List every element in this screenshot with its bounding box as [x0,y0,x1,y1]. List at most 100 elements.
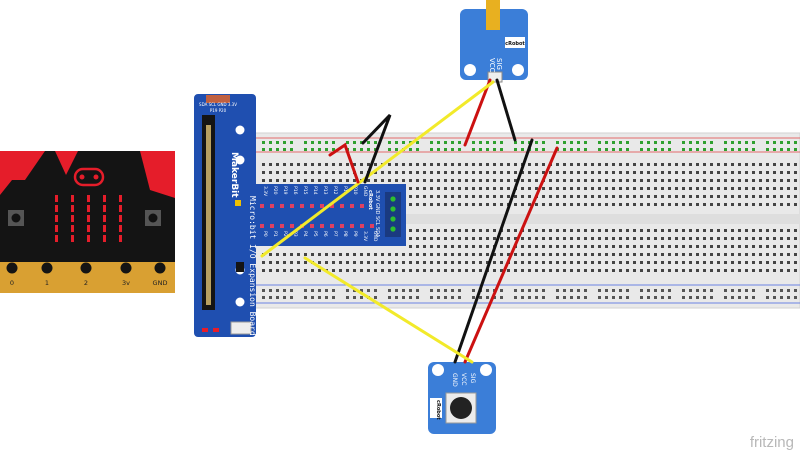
wires [260,78,559,364]
header-pin [280,204,284,208]
microbit-pad-label: 3v [122,279,130,287]
header-pin [280,224,284,228]
mount-hole [432,364,444,376]
wire-red-jumper [328,142,360,184]
header-pin [360,204,364,208]
header-pin [360,224,364,228]
ic-chip [236,262,244,272]
top-module-sensor [486,0,500,30]
header-pin [300,204,304,208]
top-module-logo: cRobot [505,41,525,47]
microbit: 0 1 2 3v GND [0,151,175,293]
bottom-module-pin-vcc: VCC [460,373,467,385]
side-header [385,192,401,237]
pin-label: P19 [282,186,288,195]
led [235,200,241,206]
pin-label: P5 [312,231,318,237]
expansion-board-logo: cRobot [367,190,373,210]
header-pin [350,224,354,228]
bottom-module-pin-gnd: GND [451,373,458,387]
pin-label: P16 [292,186,298,195]
top-module: cRobot VCC SIG [460,0,528,83]
mount-hole [235,297,245,307]
pin-label: P10 [352,186,358,195]
makerbit-logo: MakerBit [229,152,239,198]
header-pin [370,224,374,228]
led-matrix [55,195,122,242]
top-module-pin-vcc: VCC [488,58,496,73]
microbit-pad-label: 0 [10,279,14,287]
breadboard-holes [262,141,797,299]
fritzing-watermark: fritzing [749,434,794,451]
microbit-pad-label: 2 [84,279,88,287]
pin-label: 3.3V [262,186,268,197]
header-pin [310,224,314,228]
header-pin [290,204,294,208]
pin-label: P2 [282,231,288,237]
expansion-board: SDA SCL GND 3.3V P19 P20 MakerBit Micro:… [194,94,406,337]
header-pin [350,204,354,208]
edge-connector-contacts [206,125,211,305]
pin-label: P13 [322,186,328,195]
header-pin [330,224,334,228]
pin-label: P8 [342,231,348,237]
wire-black-jumper [361,113,392,184]
side-header-label: 3.3V GND SCL SDA [374,190,380,238]
header-pin [290,224,294,228]
header-pin [260,204,264,208]
top-module-pin-sig: SIG [495,58,503,70]
i2c-header-label: SDA SCL GND 3.3V [199,102,237,107]
pin-label: P0 [262,231,268,237]
i2c-header [206,95,230,103]
pin-label: P1 [272,231,278,237]
bottom-module: cRobot GND VCC SIG [428,362,496,434]
wire-yellow-bottom-sig [303,256,474,364]
header-pin [270,204,274,208]
microbit-logo [73,167,105,187]
power-led [202,328,208,332]
mount-hole [235,155,245,165]
wire-black-bottom-gnd [453,138,534,364]
pin-label: P6 [322,231,328,237]
top-module-connector [487,71,503,83]
pin-label: P9 [352,231,358,237]
pin-label: GND [362,186,368,197]
top-module-board [460,9,528,80]
microbit-pad-label: 1 [45,279,49,287]
wire-yellow-top-sig [260,80,495,258]
pin-label: P3 [292,231,298,237]
header-pin [320,204,324,208]
power-led [213,328,219,332]
pin-label: P20 [272,186,278,195]
pin-label: P11 [342,186,348,195]
expansion-board-title: Micro:bit I/O Expansion Board [248,196,257,336]
top-module-logo-plate [505,37,525,48]
mount-hole [480,364,492,376]
microbit-pad-labels: 0 1 2 3v GND [10,279,168,287]
mount-hole [464,64,476,76]
expansion-board-tab [256,184,406,246]
header-pin [270,224,274,228]
wire-black-top-gnd [495,78,517,142]
header-pin [330,204,334,208]
i2c-header-sublabel: P19 P20 [210,108,227,113]
power-connector [230,321,252,335]
wire-red-top-vcc [463,78,492,147]
pin-label: P14 [312,186,318,195]
bottom-module-logo: cRobot [435,400,441,420]
microbit-pad-label: GND [153,279,168,287]
header-pin [260,224,264,228]
mount-hole [235,125,245,135]
pin-label: P4 [302,231,308,237]
mount-hole [512,64,524,76]
header-pin [310,204,314,208]
bottom-module-pin-sig: SIG [469,373,476,384]
header-pin [340,204,344,208]
header-pin [340,224,344,228]
pin-label: P7 [332,231,338,237]
pin-label: GND [372,231,378,242]
wire-red-bottom-vcc [463,146,559,364]
